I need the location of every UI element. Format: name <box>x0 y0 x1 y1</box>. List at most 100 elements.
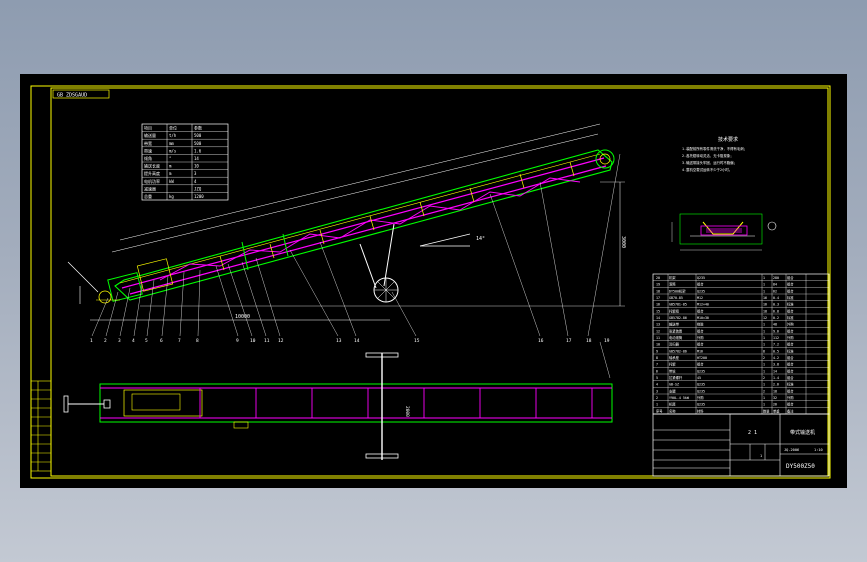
callout-15: 15 <box>414 338 420 344</box>
tech-note-3: 3.输送带接头牢固，运行时不跑偏； <box>682 160 737 165</box>
bom-cell: 1 <box>763 403 765 407</box>
bom-cell: 机架 <box>669 275 676 280</box>
bom-cell: 组合 <box>787 362 794 367</box>
bom-cell: 0.5 <box>773 349 779 353</box>
callout-14: 14 <box>354 338 360 344</box>
tech-cell: m <box>169 164 172 169</box>
bom-cell: 15 <box>656 309 660 313</box>
tech-cell: 1.6 <box>194 148 202 153</box>
bom-cell: 17 <box>656 296 660 300</box>
bom-cell: 1 <box>763 396 765 400</box>
callout-8: 8 <box>196 338 199 344</box>
bom-cell: Q235 <box>697 369 705 373</box>
bom-cell: 1 <box>763 283 765 287</box>
tech-cell: t/h <box>169 133 177 138</box>
bom-cell: M12 <box>697 296 703 300</box>
bom-cell: 16 <box>763 303 767 307</box>
tech-cell: kg <box>169 194 174 199</box>
bom-cell: 112 <box>773 336 779 340</box>
bom-cell: 组合 <box>697 342 704 347</box>
tech-cell: 单位 <box>169 125 177 131</box>
revision-block <box>30 380 52 472</box>
bom-cell: DY500机架 <box>669 288 686 293</box>
bom-cell: 2 <box>763 376 765 380</box>
bom-cell: 6.8 <box>773 309 779 313</box>
bom-cell: 18 <box>763 309 767 313</box>
bom-cell: 滚筒 <box>669 282 676 287</box>
bom-cell: 1 <box>763 276 765 280</box>
bom-cell: 标准 <box>787 382 794 387</box>
bom-cell: 托辊 <box>669 362 676 367</box>
tech-cell: 带速 <box>144 147 152 153</box>
header-tag: GB ZDSGAUD <box>57 93 87 99</box>
callout-10: 10 <box>250 338 256 344</box>
callout-16: 16 <box>538 338 544 344</box>
bom-header-cell: 名称 <box>669 408 676 413</box>
callout-13: 13 <box>336 338 342 344</box>
tech-cell: 提升高度 <box>144 170 160 176</box>
bom-cell: Q235 <box>697 389 705 393</box>
callout-7: 7 <box>178 338 181 344</box>
title-drawing-no: DY500Z50 <box>786 463 815 470</box>
bom-cell: 16 <box>763 296 767 300</box>
bom-cell: 外购 <box>697 395 704 400</box>
bom-cell: GB5781-85 <box>669 303 687 307</box>
inner-frame <box>50 87 829 477</box>
bom-cell: 组合 <box>787 368 794 373</box>
bom-cell: 组合 <box>787 355 794 360</box>
outer-frame <box>30 85 831 479</box>
title-block: 2 1 带式输送机 JQ-2006 1:10 1 DY500Z50 <box>652 413 830 477</box>
bom-cell: 1 <box>763 369 765 373</box>
bom-cell: 18 <box>773 389 777 393</box>
bom-cell: 组合 <box>787 328 794 333</box>
tech-cell: 电机功率 <box>144 178 160 184</box>
bom-cell: 组合 <box>787 275 794 280</box>
tech-note-2: 2.各托辊转动灵活，无卡阻现象； <box>682 153 734 158</box>
bom-cell: M12×40 <box>697 303 709 307</box>
tech-cell: m/s <box>169 148 177 153</box>
bom-cell: 电动滚筒 <box>669 335 683 340</box>
tech-notes: 技术要求 1.装配前所有零件清洗干净，不得有毛刺； 2.各托辊转动灵活，无卡阻现… <box>682 136 747 172</box>
bom-cell: 6 <box>656 369 658 373</box>
tech-cell: 14 <box>194 156 199 161</box>
bom-cell: 5 <box>656 376 658 380</box>
bom-cell: 12 <box>656 329 660 333</box>
bom-cell: 19 <box>656 283 660 287</box>
tech-cell: 总重 <box>144 193 152 199</box>
bom-cell: 外购 <box>787 335 794 340</box>
callout-1: 1 <box>90 338 93 344</box>
bom-cell: 48 <box>773 323 777 327</box>
callout-6: 6 <box>160 338 163 344</box>
bom-cell: 7.2 <box>773 343 779 347</box>
tech-cell: 10 <box>194 164 199 169</box>
bom-cell: Q235 <box>697 276 705 280</box>
bom-cell: 托辊组 <box>669 308 680 313</box>
bom-cell: 13 <box>656 323 660 327</box>
bom-cell: 拉紧螺杆 <box>669 375 683 380</box>
bom-cell: 8 <box>656 356 658 360</box>
bom-cell: 16 <box>656 303 660 307</box>
bom-cell: 外购 <box>787 322 794 327</box>
bom-cell: Q235 <box>697 289 705 293</box>
bom-cell: 橡胶 <box>697 322 704 327</box>
bom-header-cell: 备注 <box>787 408 794 413</box>
bom-cell: Q235 <box>697 403 705 407</box>
bom-cell: 1 <box>763 336 765 340</box>
bom-cell: 0.3 <box>773 303 779 307</box>
bom-cell: 2 <box>763 389 765 393</box>
bom-cell: 支腿 <box>669 388 676 393</box>
bom-cell: 组合 <box>697 328 704 333</box>
tech-notes-title: 技术要求 <box>718 136 738 143</box>
bom-cell: 26 <box>773 403 777 407</box>
callout-11: 11 <box>264 338 270 344</box>
bom-cell: GB70-85 <box>669 296 683 300</box>
bom-cell: 1 <box>763 363 765 367</box>
bom-cell: 张紧装置 <box>669 328 683 333</box>
title-sheet: 1 <box>760 454 762 458</box>
header-tag-box <box>52 89 110 99</box>
bom-cell: 10 <box>656 343 660 347</box>
bom-cell: 外购 <box>787 395 794 400</box>
bom-cell: 带轮 <box>669 368 676 373</box>
